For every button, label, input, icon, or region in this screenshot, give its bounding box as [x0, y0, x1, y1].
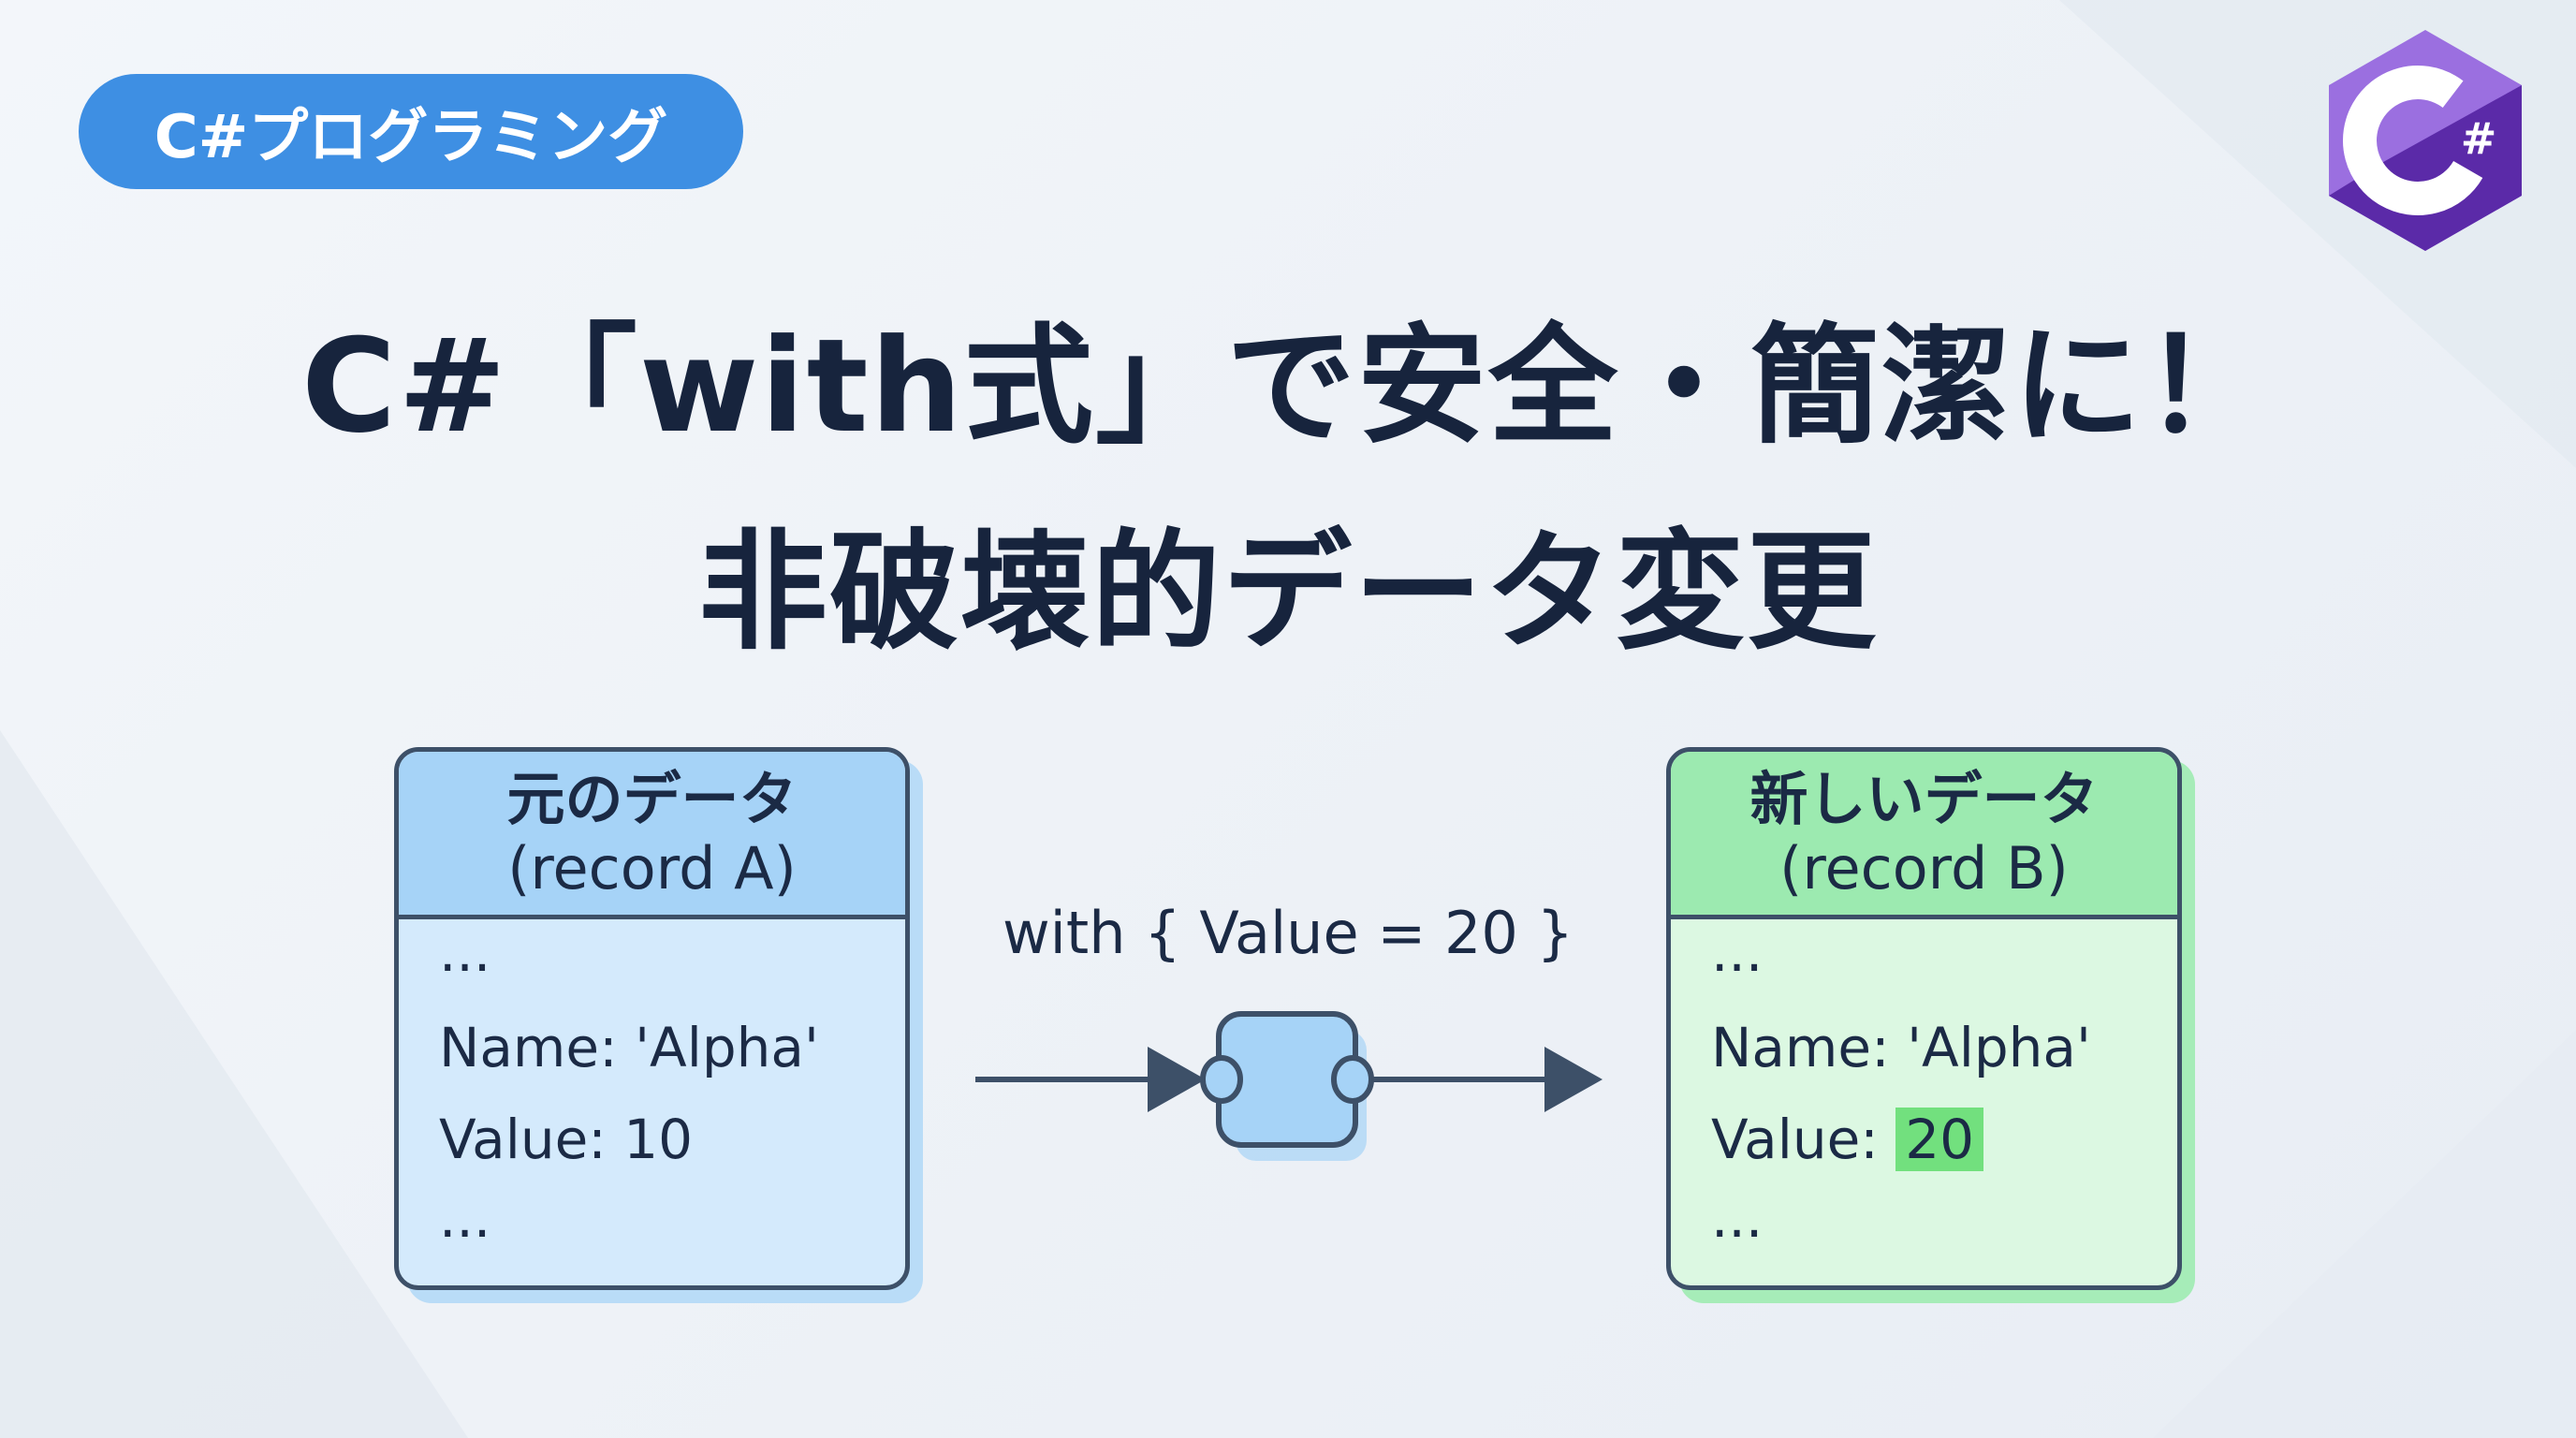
csharp-logo-icon: #	[2329, 30, 2522, 251]
ellipsis: ...	[1711, 920, 1764, 984]
svg-text:#: #	[2461, 113, 2497, 164]
new-record-box: 新しいデータ (record B) ... Name: 'Alpha' Valu…	[1666, 747, 2182, 1290]
arrow-head-icon	[1544, 1047, 1603, 1112]
name-field: Name: 'Alpha'	[439, 1016, 819, 1079]
value-field: Value: 10	[439, 1093, 905, 1185]
value-label: Value:	[439, 1108, 624, 1171]
value-field: Value: 20	[1711, 1093, 2177, 1185]
original-record-subtitle: (record A)	[507, 834, 797, 902]
transform-arrow	[975, 1011, 1603, 1161]
new-record-subtitle: (record B)	[1779, 834, 2069, 902]
original-record-title: 元のデータ	[506, 765, 798, 833]
value-label: Value:	[1711, 1108, 1896, 1171]
new-record-header: 新しいデータ (record B)	[1671, 752, 2177, 919]
value-number: 10	[623, 1108, 694, 1171]
ellipsis: ...	[439, 1186, 491, 1250]
page-title-line1: C#「with式」で安全・簡潔に！	[301, 311, 2275, 462]
original-record-box: 元のデータ (record A) ... Name: 'Alpha' Value…	[394, 747, 910, 1290]
category-badge: C#プログラミング	[79, 74, 743, 189]
changed-value-highlight: 20	[1895, 1108, 1984, 1171]
original-record-header: 元のデータ (record A)	[399, 752, 905, 919]
arrow-head-icon	[1148, 1047, 1206, 1112]
new-record-title: 新しいデータ	[1749, 765, 2099, 833]
with-expression-label: with { Value = 20 }	[1002, 899, 1574, 967]
ellipsis: ...	[439, 920, 491, 984]
ellipsis: ...	[1711, 1186, 1764, 1250]
page-title-line2: 非破壊的データ変更	[697, 517, 1878, 668]
name-field: Name: 'Alpha'	[1711, 1016, 2091, 1079]
